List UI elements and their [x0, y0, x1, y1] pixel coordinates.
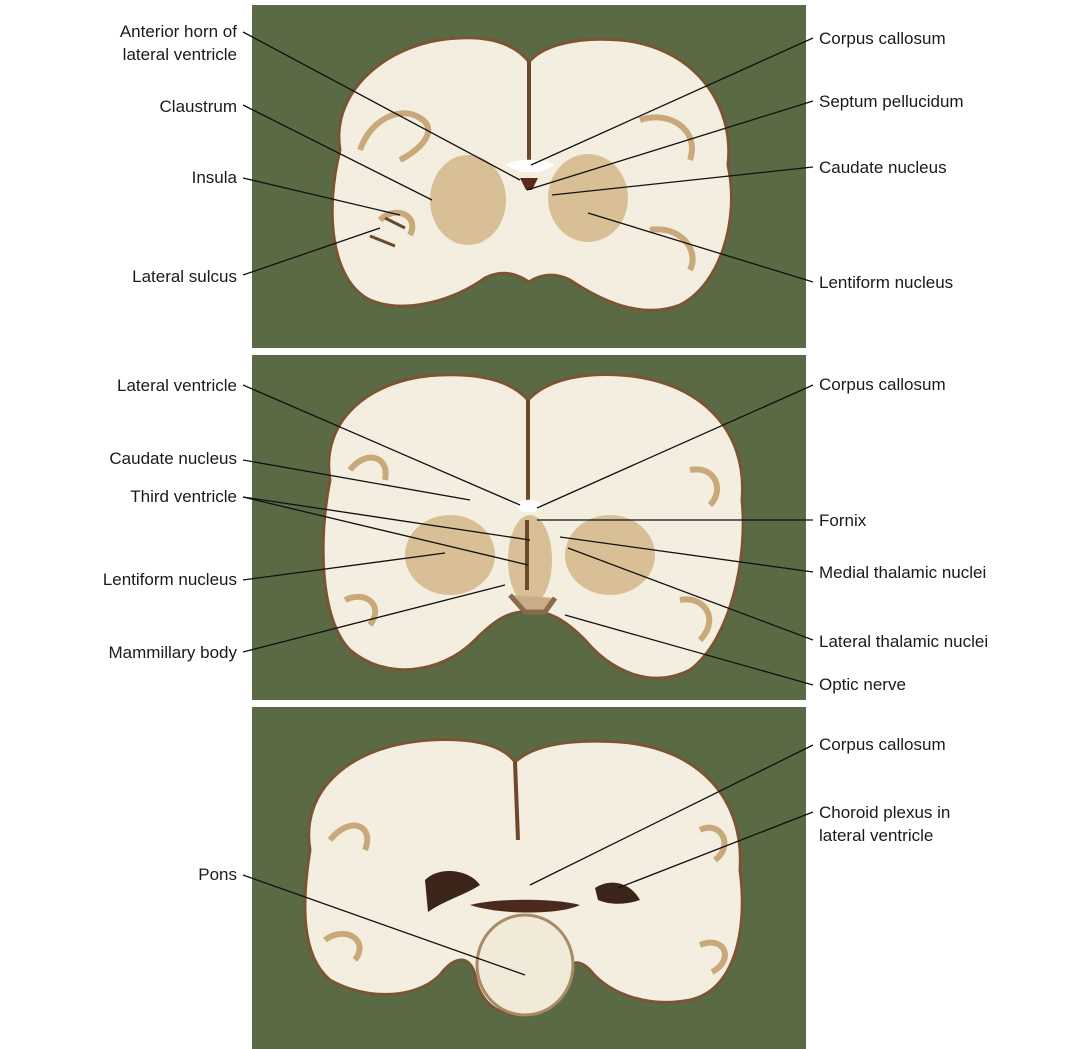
panel-section-2 — [252, 355, 806, 700]
label-pons: Pons — [198, 865, 237, 884]
leader-line — [551, 166, 814, 196]
leader-line — [567, 547, 814, 641]
label-septum-pellucidum: Septum pellucidum — [819, 92, 964, 111]
label-anterior-horn-lateral-ventricle: Anterior horn of lateral ventricle — [119, 22, 237, 64]
leader-line — [242, 177, 401, 216]
label-corpus-callosum-3: Corpus callosum — [819, 735, 946, 754]
label-choroid-plexus: Choroid plexus in lateral ventricle — [819, 803, 951, 845]
label-optic-nerve: Optic nerve — [819, 675, 906, 694]
leader-line — [529, 744, 814, 886]
panel-section-1 — [252, 5, 806, 348]
label-third-ventricle: Third ventricle — [130, 487, 237, 506]
leader-line — [242, 384, 521, 506]
label-claustrum: Claustrum — [159, 97, 237, 116]
label-fornix: Fornix — [819, 511, 867, 530]
brain-slice-2 — [321, 373, 745, 680]
leader-line — [564, 614, 814, 686]
leader-line — [242, 459, 471, 501]
leader-line — [526, 100, 814, 191]
label-lateral-ventricle: Lateral ventricle — [116, 376, 237, 395]
leader-line — [530, 37, 814, 166]
leader-line — [242, 552, 446, 581]
brain-slice-1 — [330, 36, 733, 312]
leader-line — [559, 536, 814, 573]
leader-line — [242, 496, 529, 566]
label-caudate-nucleus-2: Caudate nucleus — [109, 449, 237, 468]
label-insula: Insula — [191, 168, 237, 187]
label-medial-thalamic-nuclei: Medial thalamic nuclei — [819, 563, 987, 582]
label-lateral-thalamic-nuclei: Lateral thalamic nuclei — [819, 632, 989, 651]
brain-slice-3 — [303, 738, 744, 1018]
label-corpus-callosum-2: Corpus callosum — [819, 375, 946, 394]
leader-lines — [242, 31, 814, 976]
label-caudate-nucleus-1: Caudate nucleus — [819, 158, 947, 177]
leader-line — [536, 384, 814, 509]
label-lentiform-nucleus-1: Lentiform nucleus — [819, 273, 954, 292]
label-corpus-callosum-1: Corpus callosum — [819, 29, 946, 48]
label-lentiform-nucleus-2: Lentiform nucleus — [102, 570, 237, 589]
leader-line — [242, 584, 506, 653]
leader-line — [242, 874, 526, 976]
leader-line — [242, 31, 521, 181]
leader-line — [587, 212, 814, 283]
leader-line — [242, 227, 381, 276]
leader-line — [242, 104, 433, 201]
panel-section-3 — [252, 707, 806, 1049]
leader-line — [242, 496, 531, 541]
leader-line — [617, 811, 814, 889]
label-mammillary-body: Mammillary body — [108, 643, 237, 662]
label-lateral-sulcus: Lateral sulcus — [132, 267, 237, 286]
